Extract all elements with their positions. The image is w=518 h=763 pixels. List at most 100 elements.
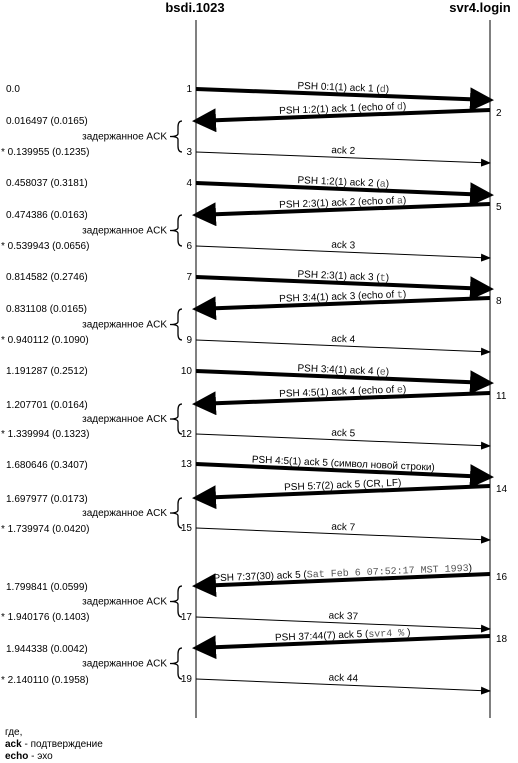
timestamp: 1.799841 (0.0599) (6, 582, 88, 593)
segment-label: PSH 37:44(7) ack 5 (svr4 % ) (275, 627, 411, 645)
segment-label-mono: a (379, 179, 385, 190)
segment-label-text: PSH 1:2(1) ack 1 (echo of (279, 101, 397, 116)
segment-number: 11 (496, 391, 507, 402)
segment-label-text: PSH 37:44(7) ack 5 ( (275, 629, 369, 644)
timestamp: 1.191287 (0.2512) (6, 366, 88, 377)
timestamp: 0.814582 (0.2746) (6, 272, 88, 283)
segment-arrow (192, 484, 491, 510)
segment-label-tail: ) (385, 273, 389, 284)
segment-1: PSH 0:1(1) ack 1 (d)1 (186, 81, 494, 112)
legend-echo-term: echo (5, 751, 29, 762)
segment-arrow (195, 87, 494, 112)
segment-3: ack 2 3 (186, 145, 491, 167)
segment-label: ack 2 (331, 145, 356, 157)
segment-number: 3 (186, 147, 192, 158)
segment-number: 19 (181, 674, 193, 685)
segment-19: ack 44 19 (181, 672, 491, 695)
segment-number: 12 (181, 429, 193, 440)
segment-number: 5 (496, 202, 502, 213)
timestamp: * 0.139955 (0.1235) (1, 147, 89, 158)
delayed-ack-label: задержанное ACK (82, 226, 167, 237)
segment-label-text: PSH 3:4(1) ack 3 (echo of (279, 289, 397, 304)
segment-label-text: ack 3 (331, 240, 356, 252)
timestamp: * 1.339994 (0.1323) (1, 429, 89, 440)
delayed-ack-group: задержанное ACK (82, 403, 183, 435)
delayed-ack-group: задержанное ACK (82, 647, 183, 680)
segment-arrow (192, 572, 491, 598)
delayed-ack-group: задержанное ACK (82, 120, 183, 153)
segment-label-text: PSH 1:2(1) ack 2 ( (297, 175, 380, 189)
delayed-ack-brace (169, 120, 183, 153)
timestamp: * 0.940112 (0.1090) (1, 335, 89, 346)
segment-arrow (195, 369, 494, 395)
segment-label-text: ack 37 (328, 610, 358, 622)
header-left-host: bsdi.1023 (165, 0, 224, 15)
segment-10: PSH 3:4(1) ack 4 (e)10 (181, 363, 494, 395)
segment-label: PSH 3:4(1) ack 3 (echo of t) (279, 289, 407, 306)
delayed-ack-brace (169, 214, 183, 247)
segment-label: ack 5 (331, 428, 356, 440)
segment-13: PSH 4:5(1) ack 5 (символ новой строки)13 (181, 454, 494, 489)
sequence-diagram: bsdi.1023 svr4.login PSH 0:1(1) ack 1 (d… (1, 0, 511, 718)
delayed-ack-label: задержанное ACK (82, 320, 167, 331)
timestamp: 1.697977 (0.0173) (6, 494, 88, 505)
delayed-ack-brace (169, 647, 183, 680)
segment-number: 6 (186, 241, 192, 252)
segment-label-text: PSH 4:5(1) ack 4 (echo of (279, 384, 397, 399)
segment-14: PSH 5:7(2) ack 5 (CR, LF)14 (192, 478, 508, 510)
segment-arrow (192, 391, 491, 416)
delayed-ack-brace (169, 585, 183, 618)
delayed-ack-brace (169, 497, 183, 529)
timestamp: 1.680646 (0.3407) (6, 460, 88, 471)
segment-label-tail: ) (403, 289, 407, 300)
delayed-ack-brace (169, 308, 183, 341)
segment-label-text: ack 44 (328, 672, 358, 684)
segment-label-tail: ) (404, 627, 411, 638)
segment-number: 13 (181, 459, 193, 470)
segment-number: 1 (186, 84, 192, 95)
segment-arrow (195, 527, 491, 544)
segment-label-tail: ) (385, 84, 389, 95)
segment-label-tail: ) (403, 384, 407, 395)
delayed-ack-label: задержанное ACK (82, 414, 167, 425)
segment-label-mono: a (397, 196, 403, 207)
delayed-ack-group: задержанное ACK (82, 214, 183, 247)
delayed-ack-label: задержанное ACK (82, 659, 167, 670)
segment-label-text: PSH 2:3(1) ack 2 (echo of (279, 195, 397, 210)
segment-label: PSH 2:3(1) ack 3 (t) (297, 269, 389, 285)
timestamp: * 0.539943 (0.0656) (1, 241, 89, 252)
segment-number: 4 (186, 178, 192, 189)
segment-label-mono: t (379, 273, 385, 284)
segment-label-mono: d (379, 84, 385, 96)
segment-label: ack 7 (331, 522, 356, 534)
legend-ack-def: - подтверждение (21, 739, 103, 750)
brackets-layer: задержанное ACK задержанное ACK задержанно… (82, 120, 183, 680)
segment-label: PSH 1:2(1) ack 1 (echo of d) (279, 101, 407, 118)
segment-number: 7 (186, 272, 192, 283)
segment-label-mono: d (397, 101, 403, 113)
timestamp: * 1.940176 (0.1403) (1, 612, 89, 623)
segment-label: PSH 4:5(1) ack 4 (echo of e) (279, 384, 407, 401)
segment-6: ack 3 6 (186, 240, 491, 262)
segment-number: 2 (496, 108, 502, 119)
timestamp: 1.944338 (0.0042) (6, 644, 88, 655)
timestamp: 0.0 (6, 84, 20, 95)
timestamp: * 1.739974 (0.0420) (1, 524, 89, 535)
segment-7: PSH 2:3(1) ack 3 (t) 7 (186, 269, 494, 301)
segment-label: ack 37 (328, 610, 358, 622)
segment-label-text: ack 2 (331, 145, 356, 157)
legend-ack-term: ack (5, 739, 22, 750)
timestamp: 1.207701 (0.0164) (6, 400, 88, 411)
segment-arrow (195, 433, 491, 450)
segment-label-mono: e (379, 367, 385, 378)
legend-echo-def: - эхо (28, 751, 53, 762)
legend-ack: ack - подтверждение (5, 739, 103, 751)
segment-label: PSH 2:3(1) ack 2 (echo of a) (279, 195, 407, 212)
segment-arrow (192, 202, 491, 227)
segment-8: PSH 3:4(1) ack 3 (echo of t)8 (192, 289, 502, 321)
segment-label-mono: e (397, 385, 403, 396)
segment-arrow (192, 634, 491, 660)
segment-label-text: ack 5 (331, 428, 356, 440)
segment-11: PSH 4:5(1) ack 4 (echo of e) 11 (192, 384, 507, 416)
